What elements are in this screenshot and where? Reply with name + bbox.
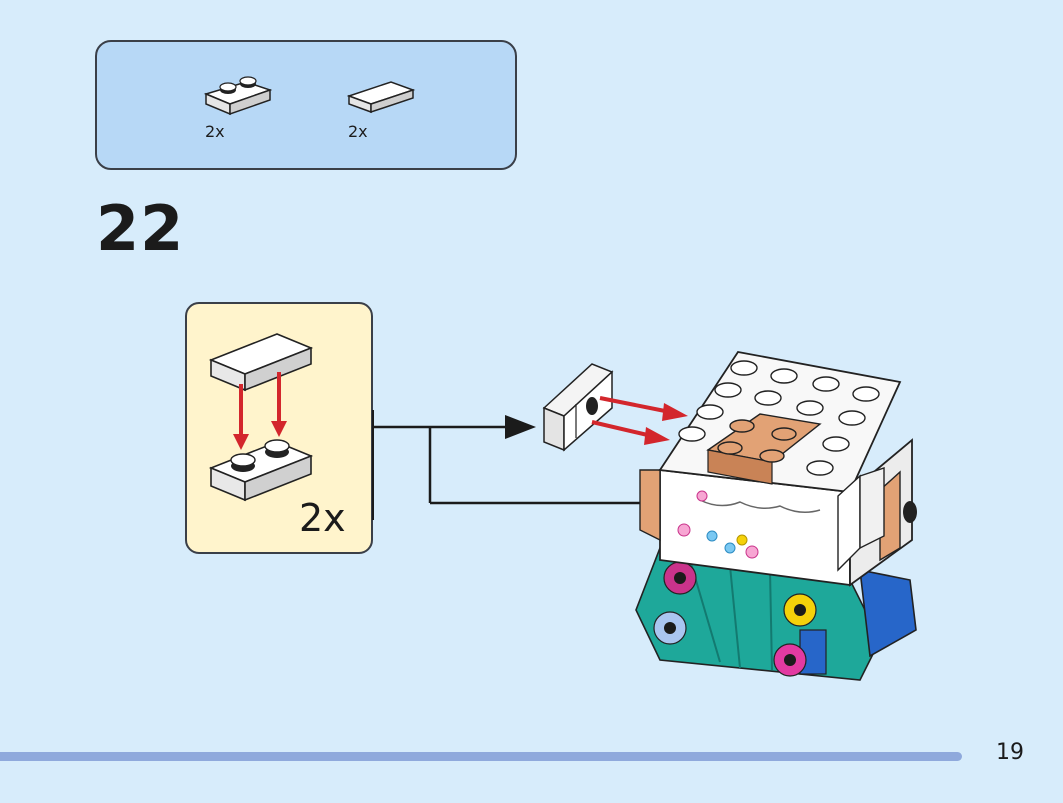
sub-assembly-diagram (208, 333, 314, 502)
step-number: 22 (96, 192, 185, 265)
model-head (639, 351, 917, 587)
tile-1x2-white-icon (347, 78, 417, 118)
sub-assembly-quantity: 2x (299, 496, 346, 540)
part-quantity-2: 2x (348, 122, 368, 141)
parts-list-box: 2x 2x (95, 40, 517, 170)
plate-1x2-white-icon (202, 72, 272, 118)
sub-assembly-box: 2x (185, 302, 373, 554)
page-progress-bar (0, 752, 962, 761)
page-number: 19 (996, 740, 1024, 765)
part-quantity-1: 2x (205, 122, 225, 141)
loose-sub-assembly (542, 363, 614, 452)
